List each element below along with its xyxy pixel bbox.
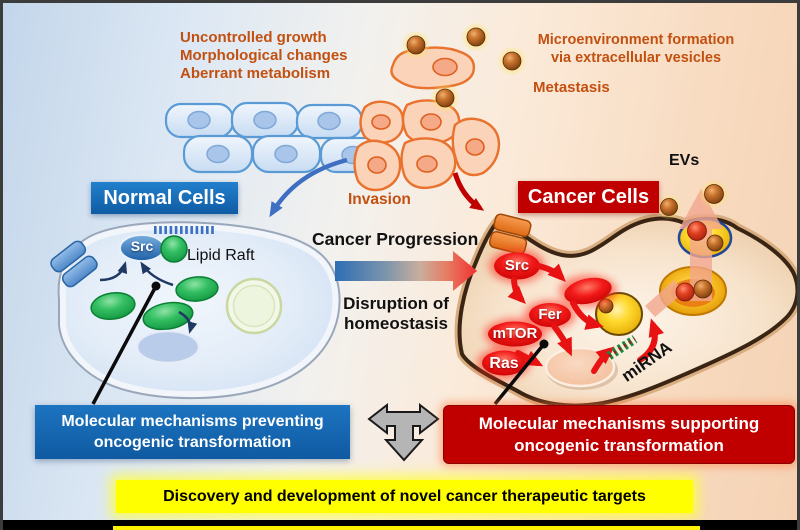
round-organelle xyxy=(225,277,283,335)
cropped-banner-edge xyxy=(113,526,700,530)
hallmark-line: Morphological changes xyxy=(180,47,348,64)
cancer-cell-nuclei xyxy=(367,57,485,174)
supporting-mechanisms-box: Molecular mechanisms supporting oncogeni… xyxy=(443,405,795,464)
src-label-normal: Src xyxy=(130,238,154,254)
normal-nucleus xyxy=(135,329,201,365)
metastasis-text: Metastasis xyxy=(533,79,610,96)
progression-arrow xyxy=(335,251,477,291)
lipid-raft-protein xyxy=(160,235,188,263)
ev-icon xyxy=(687,221,707,241)
therapeutic-targets-banner: Discovery and development of novel cance… xyxy=(116,480,693,513)
ev-icon xyxy=(706,234,724,252)
signaling-arrows-cancer xyxy=(507,263,664,374)
pointer-line-normal xyxy=(91,281,161,405)
ev-icon xyxy=(704,184,724,204)
ev-icon xyxy=(406,27,522,108)
normal-cell-body xyxy=(50,221,341,405)
red-transition-arrow xyxy=(452,172,485,211)
membrane-receptor-icon xyxy=(50,240,98,288)
preventing-mechanisms-box: Molecular mechanisms preventing oncogeni… xyxy=(35,405,350,459)
green-organelles xyxy=(90,276,219,331)
cancer-progression-label: Cancer Progression xyxy=(312,229,479,249)
mtor-label: mTOR xyxy=(492,325,538,342)
disruption-label: Disruption of homeostasis xyxy=(343,294,449,333)
cancer-cell-body xyxy=(454,189,797,411)
normal-cell-nuclei xyxy=(187,110,365,165)
ev-particles-released xyxy=(656,179,729,220)
ev-icon xyxy=(693,279,713,299)
hallmark-line: Aberrant metabolism xyxy=(180,65,331,82)
ev-release-arrow xyxy=(679,189,723,301)
blue-transition-arrow xyxy=(269,157,348,218)
ev-transfer-connector xyxy=(645,280,684,317)
src-oval-cancer xyxy=(494,252,540,280)
ev-particles-top xyxy=(401,22,527,113)
ras-oval xyxy=(482,350,526,376)
effector-oval xyxy=(564,277,612,305)
evs-label: EVs xyxy=(669,152,700,169)
normal-cells-label: Normal Cells xyxy=(91,182,238,214)
fer-label: Fer xyxy=(538,306,562,323)
mirna-strand xyxy=(606,335,638,360)
mtor-oval xyxy=(488,321,542,347)
cancer-cells-label: Cancer Cells xyxy=(518,181,659,213)
diagram-artwork xyxy=(50,22,797,462)
fer-oval xyxy=(529,303,571,327)
hallmark-line: Uncontrolled growth xyxy=(180,29,327,46)
oncoprotein-ovals xyxy=(482,252,612,376)
invasion-text: Invasion xyxy=(348,191,411,208)
pointer-line-cancer xyxy=(493,339,549,406)
comparison-arrow xyxy=(367,402,440,462)
ev-icon xyxy=(675,282,695,302)
signaling-arrows-normal xyxy=(99,261,198,334)
bottom-border-strip xyxy=(3,520,797,530)
hallmarks-text: Uncontrolled growth Morphological change… xyxy=(180,29,348,83)
lipid-raft-label: Lipid Raft xyxy=(187,247,255,264)
membrane-receptor-cancer-icon xyxy=(488,213,532,255)
microenvironment-text: Microenvironment formation via extracell… xyxy=(537,32,735,66)
ev-icon xyxy=(660,198,678,216)
src-label-cancer: Src xyxy=(504,257,530,274)
ras-label: Ras xyxy=(489,355,519,372)
